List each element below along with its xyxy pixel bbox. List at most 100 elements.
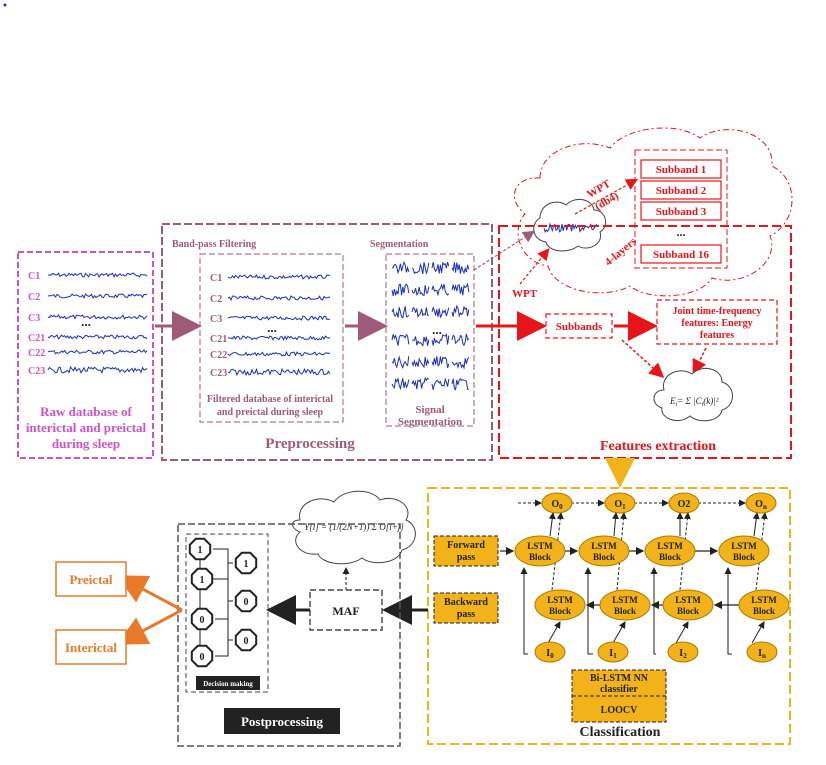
joint-to-energy-arrow	[692, 347, 707, 375]
backward-lstm-1-line2: Block	[614, 606, 636, 616]
input-node-1-label: I1	[609, 648, 617, 660]
segmentation-box: ... Signal Segmentation	[385, 253, 475, 428]
input-node-3	[746, 641, 778, 663]
backward-lstm-0-line2: Block	[549, 606, 571, 616]
layers-label: 4-layers	[603, 235, 640, 269]
segment-5-1	[411, 376, 429, 390]
forward-pass-box	[433, 535, 499, 567]
decision-node-5	[234, 628, 258, 652]
filtered-channel-signal-4	[227, 350, 331, 357]
backward-lstm-3-line2: Block	[753, 606, 775, 616]
corner-dot	[3, 3, 7, 7]
segment-0-3	[451, 262, 470, 275]
raw-channel-label-4: C22	[28, 348, 45, 359]
subband-1	[640, 159, 722, 179]
forward-line1: Forward	[447, 540, 485, 551]
output-node-2	[668, 492, 700, 514]
segment-3-3	[451, 333, 470, 347]
input-node-2	[667, 641, 699, 663]
segment-4-0	[391, 355, 410, 369]
loocv-label: LOOCV	[601, 705, 638, 716]
segmentation-caption-line2: Segmentation	[398, 416, 462, 428]
segmentation-dots: ...	[432, 322, 442, 337]
decision-node-5-value: 0	[244, 636, 249, 647]
svg-text:Ei= Σ |Ci(k)|²: Ei= Σ |Ci(k)|²	[669, 396, 719, 408]
filtered-channel-label-2: C3	[210, 314, 222, 325]
raw-channel-label-5: C23	[28, 366, 45, 377]
segment-0-0	[391, 260, 410, 275]
subband-dots: ...	[677, 225, 686, 239]
segmentation-title: Segmentation	[370, 239, 429, 250]
raw-channel-signal-2	[47, 314, 148, 320]
band-pass-title: Band-pass Filtering	[172, 239, 256, 250]
backward-lstm-2-line2: Block	[677, 606, 699, 616]
energy-sub2: i	[702, 402, 704, 408]
filter-caption-line2: and preictal during sleep	[217, 407, 324, 418]
decision-node-2	[190, 567, 214, 591]
joint-line2: features: Energy	[681, 318, 752, 329]
backward-lstm-0	[534, 589, 586, 621]
segment-1-2	[431, 283, 450, 297]
decision-node-0	[188, 537, 212, 561]
filtered-channel-signal-3	[227, 335, 331, 342]
forward-line2: pass	[457, 552, 475, 563]
subband-16	[640, 244, 722, 264]
energy-sub: i	[676, 402, 678, 408]
preictal-box	[55, 561, 127, 597]
segment-1-0	[391, 283, 410, 296]
bilstm-network: LSTMBlockLSTMBlockLSTMBlockLSTMBlockLSTM…	[500, 492, 790, 663]
output-node-1	[604, 492, 636, 514]
decision-to-preictal-arrow	[116, 575, 183, 612]
raw-channel-signal-1	[47, 293, 148, 300]
subbands-box	[545, 313, 613, 339]
raw-channel-label-2: C3	[28, 313, 40, 324]
decision-making-label: Decision making	[203, 680, 253, 688]
forward-lstm-3-line1: LSTM	[731, 541, 757, 551]
preictal-label: Preictal	[69, 572, 112, 587]
subband-3-label: Subband 3	[656, 206, 707, 218]
decision-to-interictal-arrow	[116, 608, 183, 645]
joint-line3: features	[700, 330, 734, 341]
maf-formula-cloud: Y[l] = (1/(2N+1)) Σ O[l+j]	[292, 490, 416, 565]
input-node-0	[534, 641, 566, 663]
joint-line1: Joint time-frequency	[673, 306, 762, 317]
wpt-to-subbands-arrow	[574, 178, 639, 215]
output-node-0-label: O0	[551, 499, 563, 511]
interictal-box	[55, 629, 127, 665]
forward-lstm-0-line1: LSTM	[527, 541, 553, 551]
decision-node-3	[234, 589, 258, 613]
subband-3	[640, 201, 722, 221]
forward-lstm-1-line2: Block	[593, 552, 615, 562]
forward-lstm-0-line2: Block	[529, 552, 551, 562]
decision-node-1-value: 1	[244, 559, 249, 570]
subbands-label: Subbands	[556, 321, 603, 333]
subband-1-label: Subband 1	[656, 164, 706, 176]
backward-lstm-0-line1: LSTM	[547, 595, 573, 605]
subband-2-label: Subband 2	[656, 185, 707, 197]
segment-5-0	[391, 377, 410, 391]
decision-node-6-value: 0	[200, 652, 205, 663]
filtered-channel-label-5: C23	[210, 368, 227, 379]
segment-4-3	[451, 357, 470, 370]
raw-caption-line3: during sleep	[52, 436, 120, 451]
segment-1-1	[411, 285, 430, 297]
filtered-channel-label-4: C22	[210, 350, 227, 361]
raw-channel-label-1: C2	[28, 292, 40, 303]
segment-0-1	[411, 262, 430, 275]
segmentation-caption-line1: Signal	[415, 404, 444, 416]
segment-1-3	[451, 282, 470, 296]
forward-lstm-2	[644, 535, 696, 567]
segment-4-2	[431, 356, 450, 368]
energy-tail: (k)|²	[703, 396, 718, 406]
decision-node-1	[234, 551, 258, 575]
raw-channel-signal-5	[47, 366, 148, 374]
subband-2	[640, 180, 722, 200]
raw-channel-signal-4	[47, 349, 148, 355]
segment-2-1	[411, 306, 429, 319]
forward-lstm-0	[514, 535, 566, 567]
decision-node-6	[190, 644, 214, 668]
filtered-channel-label-1: C2	[210, 294, 222, 305]
joint-features-box	[656, 299, 778, 345]
decision-node-4-value: 0	[200, 615, 205, 626]
